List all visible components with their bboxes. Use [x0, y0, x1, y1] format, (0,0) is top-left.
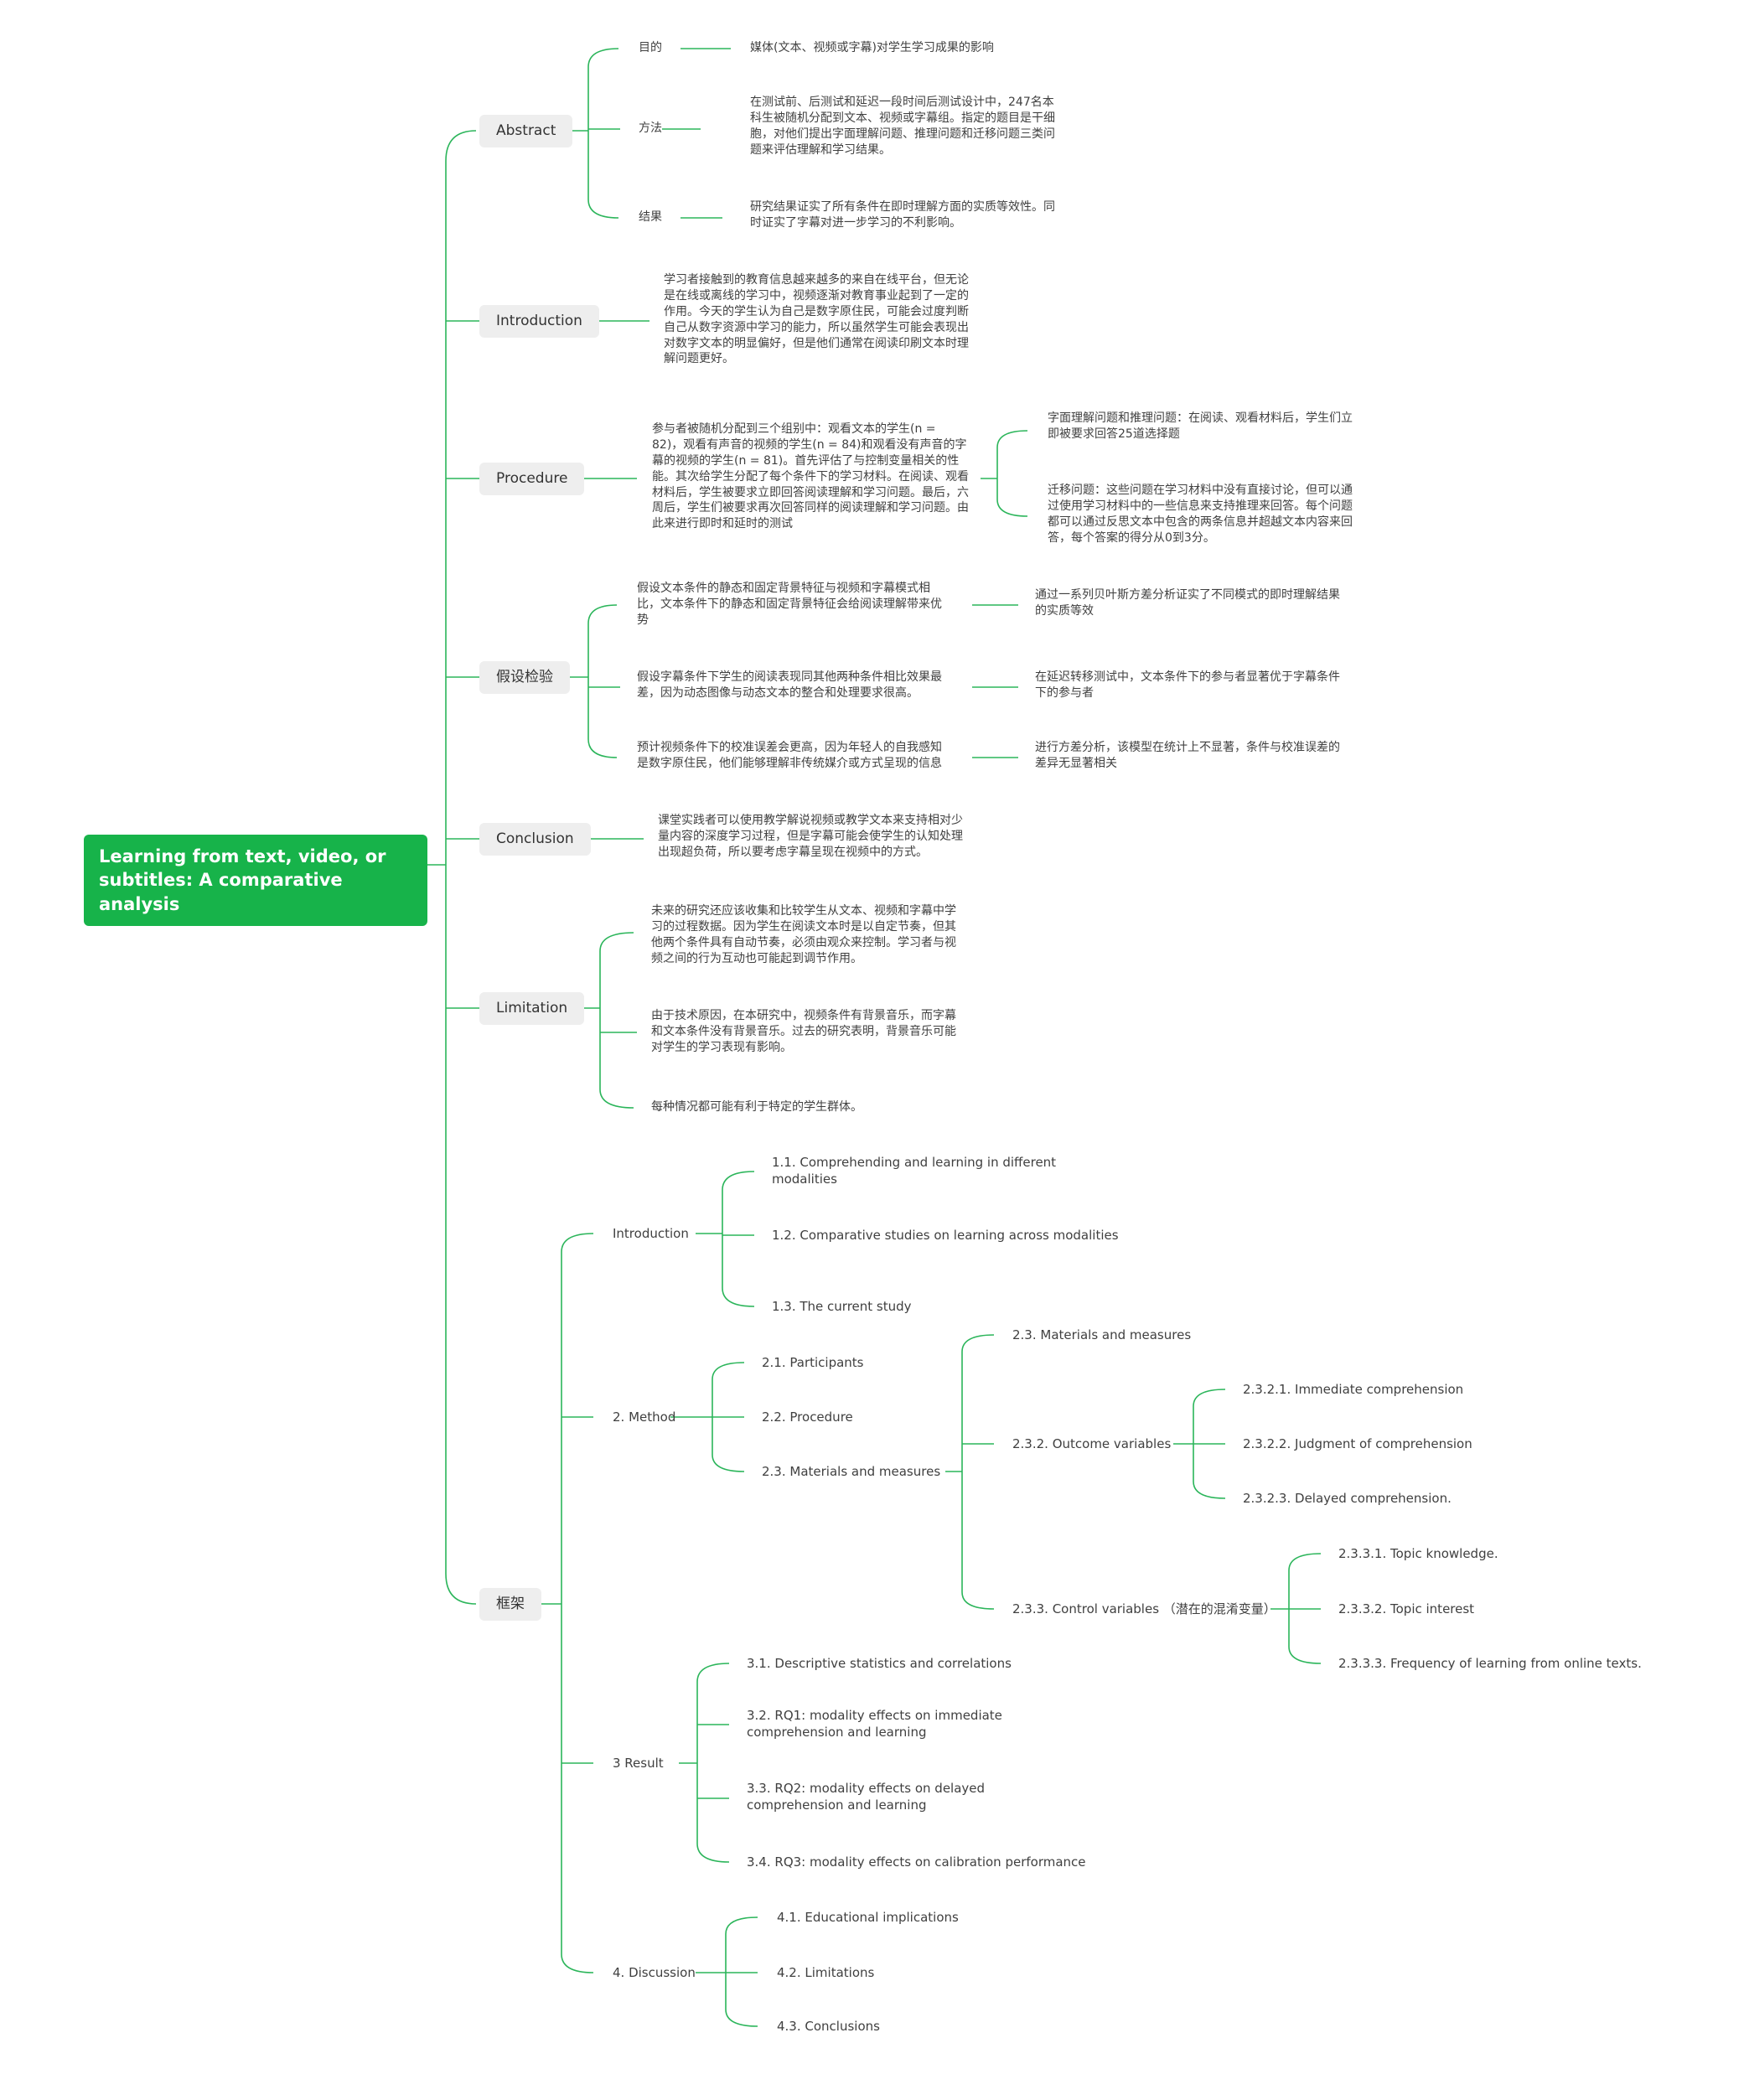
procedure-literal-questions[interactable]: 字面理解问题和推理问题：在阅读、观看材料后，学生们立即被要求回答25道选择题 — [1048, 411, 1353, 441]
method-participants[interactable]: 2.1. Participants — [762, 1355, 864, 1370]
hypothesis-1[interactable]: 假设文本条件的静态和固定背景特征与视频和字幕模式相比，文本条件下的静态和固定背景… — [637, 582, 942, 627]
control-item-1[interactable]: 2.3.3.1. Topic knowledge. — [1338, 1546, 1498, 1561]
node-framework[interactable]: 框架 — [479, 1588, 541, 1621]
outcome-item-3[interactable]: 2.3.2.3. Delayed comprehension. — [1243, 1491, 1452, 1506]
procedure-text[interactable]: 参与者被随机分配到三个组别中：观看文本的学生(n = 82)，观看有声音的视频的… — [652, 422, 969, 531]
introduction-text[interactable]: 学习者接触到的教育信息越来越多的来自在线平台，但无论是在线或离线的学习中，视频逐… — [664, 273, 969, 366]
framework-result[interactable]: 3 Result — [613, 1756, 664, 1771]
discussion-item-1[interactable]: 4.1. Educational implications — [777, 1910, 959, 1925]
discussion-item-2[interactable]: 4.2. Limitations — [777, 1965, 875, 1980]
node-conclusion[interactable]: Conclusion — [479, 823, 591, 856]
node-limitation[interactable]: Limitation — [479, 992, 585, 1025]
node-procedure[interactable]: Procedure — [479, 463, 585, 495]
result-item-1[interactable]: 3.1. Descriptive statistics and correlat… — [747, 1656, 1012, 1671]
discussion-item-3[interactable]: 4.3. Conclusions — [777, 2019, 880, 2034]
hypothesis-1-result[interactable]: 通过一系列贝叶斯方差分析证实了不同模式的即时理解结果的实质等效 — [1035, 588, 1340, 618]
outcome-variables[interactable]: 2.3.2. Outcome variables — [1012, 1436, 1172, 1451]
abstract-purpose-text[interactable]: 媒体(文本、视频或字幕)对学生学习成果的影响 — [750, 41, 994, 54]
hypothesis-3[interactable]: 预计视频条件下的校准误差会更高，因为年轻人的自我感知是数字原住民，他们能够理解非… — [637, 741, 942, 770]
control-variables[interactable]: 2.3.3. Control variables （潜在的混淆变量） — [1012, 1601, 1276, 1616]
abstract-result-text[interactable]: 研究结果证实了所有条件在即时理解方面的实质等效性。同时证实了字幕对进一步学习的不… — [750, 200, 1055, 230]
result-item-3[interactable]: 3.3. RQ2: modality effects on delayed co… — [747, 1781, 986, 1813]
control-item-2[interactable]: 2.3.3.2. Topic interest — [1338, 1601, 1475, 1616]
outcome-item-1[interactable]: 2.3.2.1. Immediate comprehension — [1243, 1382, 1464, 1397]
node-introduction[interactable]: Introduction — [479, 305, 599, 338]
root-topic[interactable]: Learning from text, video, or subtitles:… — [84, 835, 427, 927]
materials-sub[interactable]: 2.3. Materials and measures — [1012, 1327, 1192, 1342]
framework-discussion[interactable]: 4. Discussion — [613, 1965, 696, 1980]
framework-intro-item-1[interactable]: 1.1. Comprehending and learning in diffe… — [772, 1155, 1057, 1187]
abstract-result-label[interactable]: 结果 — [639, 210, 662, 224]
limitation-2[interactable]: 由于技术原因，在本研究中，视频条件有背景音乐，而字幕和文本条件没有背景音乐。过去… — [651, 1009, 956, 1054]
framework-intro-item-3[interactable]: 1.3. The current study — [772, 1299, 912, 1314]
hypothesis-2[interactable]: 假设字幕条件下学生的阅读表现同其他两种条件相比效果最差，因为动态图像与动态文本的… — [637, 670, 942, 700]
method-procedure[interactable]: 2.2. Procedure — [762, 1409, 853, 1425]
framework-intro-item-2[interactable]: 1.2. Comparative studies on learning acr… — [772, 1228, 1119, 1243]
procedure-transfer-questions[interactable]: 迁移问题：这些问题在学习材料中没有直接讨论，但可以通过使用学习材料中的一些信息来… — [1048, 484, 1353, 545]
node-hypothesis[interactable]: 假设检验 — [479, 661, 570, 694]
limitation-3[interactable]: 每种情况都可能有利于特定的学生群体。 — [651, 1100, 862, 1114]
hypothesis-3-result[interactable]: 进行方差分析，该模型在统计上不显著，条件与校准误差的差异无显著相关 — [1035, 741, 1340, 770]
framework-introduction[interactable]: Introduction — [613, 1226, 689, 1241]
result-item-2[interactable]: 3.2. RQ1: modality effects on immediate … — [747, 1708, 1002, 1741]
control-item-3[interactable]: 2.3.3.3. Frequency of learning from onli… — [1338, 1656, 1642, 1671]
abstract-method-label[interactable]: 方法 — [639, 122, 662, 135]
conclusion-text[interactable]: 课堂实践者可以使用教学解说视频或教学文本来支持相对少量内容的深度学习过程，但是字… — [658, 814, 963, 859]
method-materials[interactable]: 2.3. Materials and measures — [762, 1464, 941, 1479]
framework-method[interactable]: 2. Method — [613, 1409, 676, 1425]
node-abstract[interactable]: Abstract — [479, 115, 573, 147]
result-item-4[interactable]: 3.4. RQ3: modality effects on calibratio… — [747, 1854, 1086, 1870]
abstract-purpose-label[interactable]: 目的 — [639, 41, 662, 54]
outcome-item-2[interactable]: 2.3.2.2. Judgment of comprehension — [1243, 1436, 1472, 1451]
limitation-1[interactable]: 未来的研究还应该收集和比较学生从文本、视频和字幕中学习的过程数据。因为学生在阅读… — [651, 904, 956, 965]
abstract-method-text[interactable]: 在测试前、后测试和延迟一段时间后测试设计中，247名本科生被随机分配到文本、视频… — [750, 96, 1055, 157]
hypothesis-2-result[interactable]: 在延迟转移测试中，文本条件下的参与者显著优于字幕条件下的参与者 — [1035, 670, 1340, 700]
